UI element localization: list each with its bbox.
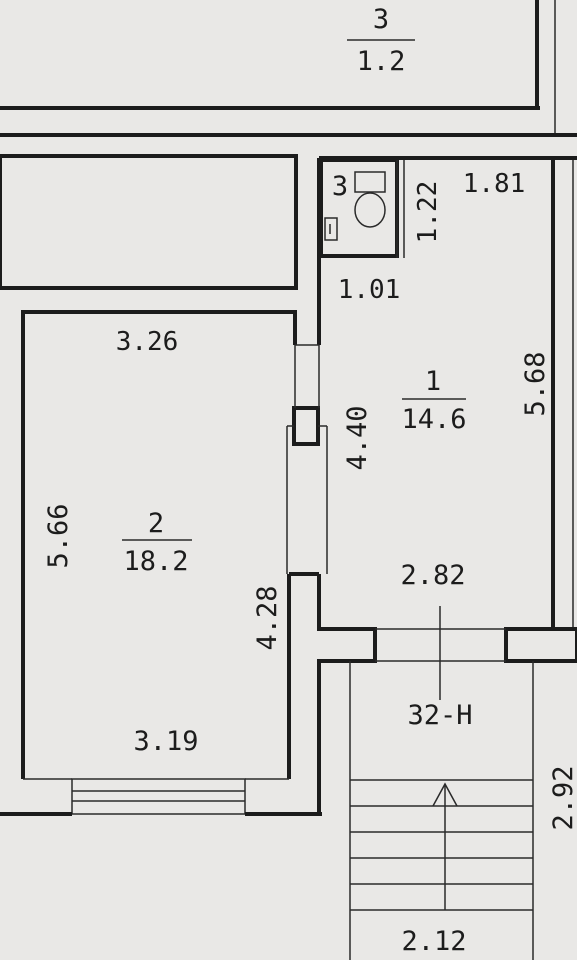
- dim-3-19: 3.19: [133, 726, 198, 757]
- left-storage-walls: [0, 154, 298, 290]
- room1-area: 14.6: [401, 404, 466, 435]
- dim-5-66: 5.66: [43, 503, 74, 568]
- room3-area: 1.2: [357, 46, 406, 77]
- room2-walls: [21, 310, 319, 780]
- bathroom-number: 3: [332, 171, 348, 202]
- dim-1-81: 1.81: [463, 169, 526, 199]
- room2-window: [0, 778, 322, 816]
- dim-1-22: 1.22: [413, 181, 443, 244]
- room3-label: 3 1.2: [347, 4, 415, 77]
- bathroom: [319, 158, 405, 258]
- dim-5-68: 5.68: [520, 351, 551, 416]
- room2-label: 2 18.2: [122, 508, 192, 577]
- dim-2-82: 2.82: [400, 560, 465, 591]
- stair-label: 32-Н: [407, 700, 472, 731]
- dim-1-01: 1.01: [338, 275, 401, 305]
- room1-number: 1: [425, 366, 441, 397]
- entry-walls: [317, 574, 577, 814]
- dim-4-28: 4.28: [252, 585, 283, 650]
- room2-area: 18.2: [123, 546, 188, 577]
- room3-number: 3: [373, 4, 389, 35]
- dim-4-40: 4.40: [342, 405, 373, 470]
- room2-number: 2: [148, 508, 164, 539]
- top-room-walls: [0, 0, 577, 137]
- dim-2-92: 2.92: [548, 765, 577, 830]
- dim-3-26: 3.26: [116, 327, 179, 357]
- staircase: [349, 661, 534, 960]
- dim-2-12: 2.12: [401, 926, 466, 957]
- partition: [286, 344, 328, 574]
- room1-label: 1 14.6: [401, 366, 466, 435]
